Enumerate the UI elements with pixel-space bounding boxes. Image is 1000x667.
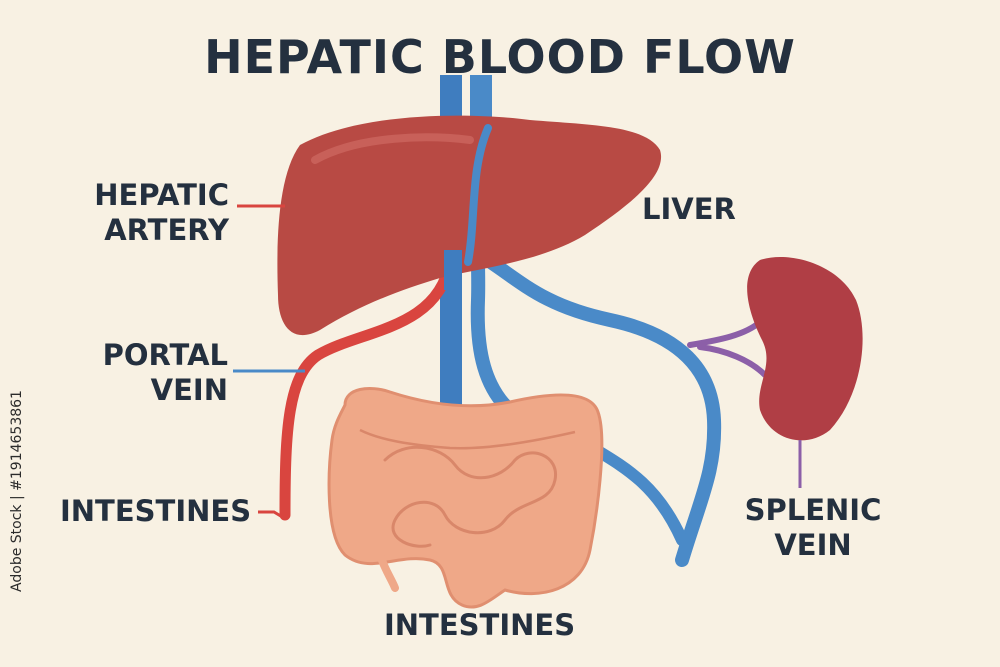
spleen-shape [747,256,863,441]
liver-organ [277,115,662,336]
liver-hilum-vessel [444,250,462,290]
label-hepatic-artery-line1: HEPATIC [94,178,229,212]
hepatic-artery-vessel [279,256,456,521]
stock-id-watermark: Adobe Stock | #1914653861 [4,390,30,592]
label-hepatic-artery-line2: ARTERY [104,213,229,248]
label-splenic-vein-line2: VEIN [774,528,852,563]
label-liver: LIVER [642,192,736,226]
label-intestines-bottom: INTESTINES [384,608,576,642]
intestines-left-leader [258,510,285,520]
liver-ligament [464,124,492,266]
label-portal-vein: PORTAL VEIN [90,338,228,409]
label-intestines-left: INTESTINES [60,494,252,528]
intestines-organ [327,387,604,609]
label-portal-vein-line2: VEIN [150,373,228,408]
appendix [376,551,399,592]
splenic-vein-vessel [473,248,722,567]
label-portal-vein-line1: PORTAL [102,338,228,372]
page-title: HEPATIC BLOOD FLOW [204,30,796,84]
spleen-organ [687,256,863,488]
label-hepatic-artery: HEPATIC ARTERY [84,178,229,249]
small-intestine-loops [383,445,557,548]
intestine-haustra [359,428,576,450]
large-intestine-shape [327,387,604,609]
stock-id-text: Adobe Stock | #1914653861 [9,390,25,592]
label-splenic-vein: SPLENIC VEIN [738,493,888,564]
leader-lines [233,204,305,520]
liver-highlight [311,133,474,164]
label-splenic-vein-line1: SPLENIC [744,493,882,527]
